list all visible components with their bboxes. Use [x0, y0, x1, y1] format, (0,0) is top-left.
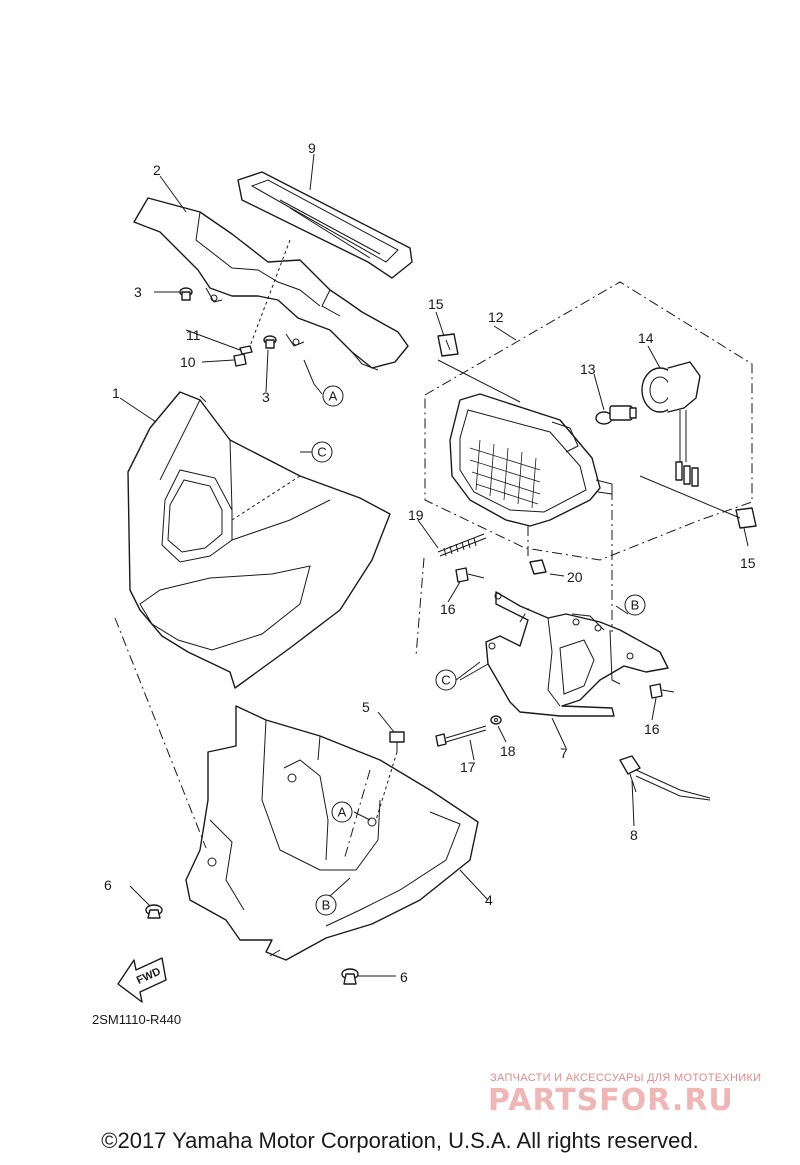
part-17-long-bolt — [435, 725, 487, 747]
callout-7: 7 — [560, 745, 568, 761]
part-11-clip — [239, 345, 253, 355]
watermark-logo: PARTSFOR.RU — [488, 1083, 734, 1118]
part-15-clip-right — [735, 507, 757, 529]
callout-13: 13 — [580, 361, 596, 377]
callout-19: 19 — [408, 507, 424, 523]
callout-15-right: 15 — [740, 555, 756, 571]
callout-10: 10 — [180, 354, 196, 370]
watermark-subtitle: ЗАПЧАСТИ И АКСЕССУАРЫ ДЛЯ МОТОТЕХНИКИ — [490, 1072, 762, 1084]
callout-20: 20 — [567, 569, 583, 585]
callout-16-right: 16 — [644, 721, 660, 737]
callout-18: 18 — [500, 743, 516, 759]
callout-9: 9 — [308, 140, 316, 156]
part-8-cable-tie — [619, 755, 711, 801]
part-3-screw-top — [179, 287, 193, 301]
part-1-front-cowling — [127, 391, 391, 689]
part-4-lower-cowling — [185, 705, 479, 961]
fwd-arrow: FWD — [117, 957, 167, 1003]
part-5-screw — [389, 731, 405, 752]
callout-3-bottom: 3 — [262, 389, 270, 405]
leader-lines — [114, 153, 749, 977]
part-15-clip-top — [437, 333, 459, 357]
part-3-screw-bottom — [263, 335, 277, 349]
callout-5: 5 — [362, 699, 370, 715]
ref-mark-b-right: B — [624, 594, 646, 616]
callout-8: 8 — [630, 827, 638, 843]
svg-text:C: C — [317, 445, 326, 460]
part-10-nut — [233, 353, 247, 367]
svg-text:A: A — [329, 389, 338, 404]
callout-1: 1 — [112, 385, 120, 401]
svg-text:C: C — [441, 673, 450, 688]
copyright-notice: ©2017 Yamaha Motor Corporation, U.S.A. A… — [101, 1128, 699, 1153]
callout-6-bottom: 6 — [400, 969, 408, 985]
part-12-headlight — [449, 393, 613, 527]
callout-17: 17 — [460, 759, 476, 775]
callout-15-top: 15 — [428, 296, 444, 312]
callout-4: 4 — [485, 892, 493, 908]
part-7-bracket — [485, 591, 669, 717]
part-19-spring — [437, 533, 487, 557]
part-13-bulb — [595, 405, 637, 425]
ref-mark-c-right: C — [435, 669, 457, 691]
callout-3-top: 3 — [134, 284, 142, 300]
callout-6-left: 6 — [104, 877, 112, 893]
part-2-inner-panel — [133, 197, 409, 371]
callout-12: 12 — [488, 309, 504, 325]
part-9-meter-cover — [237, 171, 413, 279]
callout-2: 2 — [153, 162, 161, 178]
part-6-rivet-left — [145, 904, 163, 919]
part-12-assembly-boundary — [424, 281, 753, 561]
part-16-bolt-left — [455, 567, 485, 583]
part-14-socket — [641, 361, 701, 487]
svg-text:B: B — [322, 898, 331, 913]
callout-labels: 9 2 3 11 10 3 1 15 12 13 14 15 19 20 16 … — [104, 140, 756, 985]
ref-mark-c-top: C — [311, 441, 333, 463]
part-16-bolt-right — [649, 683, 675, 699]
svg-text:A: A — [338, 805, 347, 820]
callout-11: 11 — [186, 327, 201, 343]
part-6-rivet-bottom — [341, 968, 359, 985]
callout-16-left: 16 — [440, 601, 456, 617]
svg-text:B: B — [631, 598, 640, 613]
ref-mark-a-bottom: A — [331, 801, 353, 823]
ref-mark-a-top: A — [322, 385, 344, 407]
part-18-washer — [490, 715, 502, 725]
ref-mark-b-bottom: B — [315, 894, 337, 916]
drawing-code: 2SM1110-R440 — [92, 1012, 182, 1027]
callout-14: 14 — [638, 330, 654, 346]
part-20-nut — [529, 559, 547, 575]
